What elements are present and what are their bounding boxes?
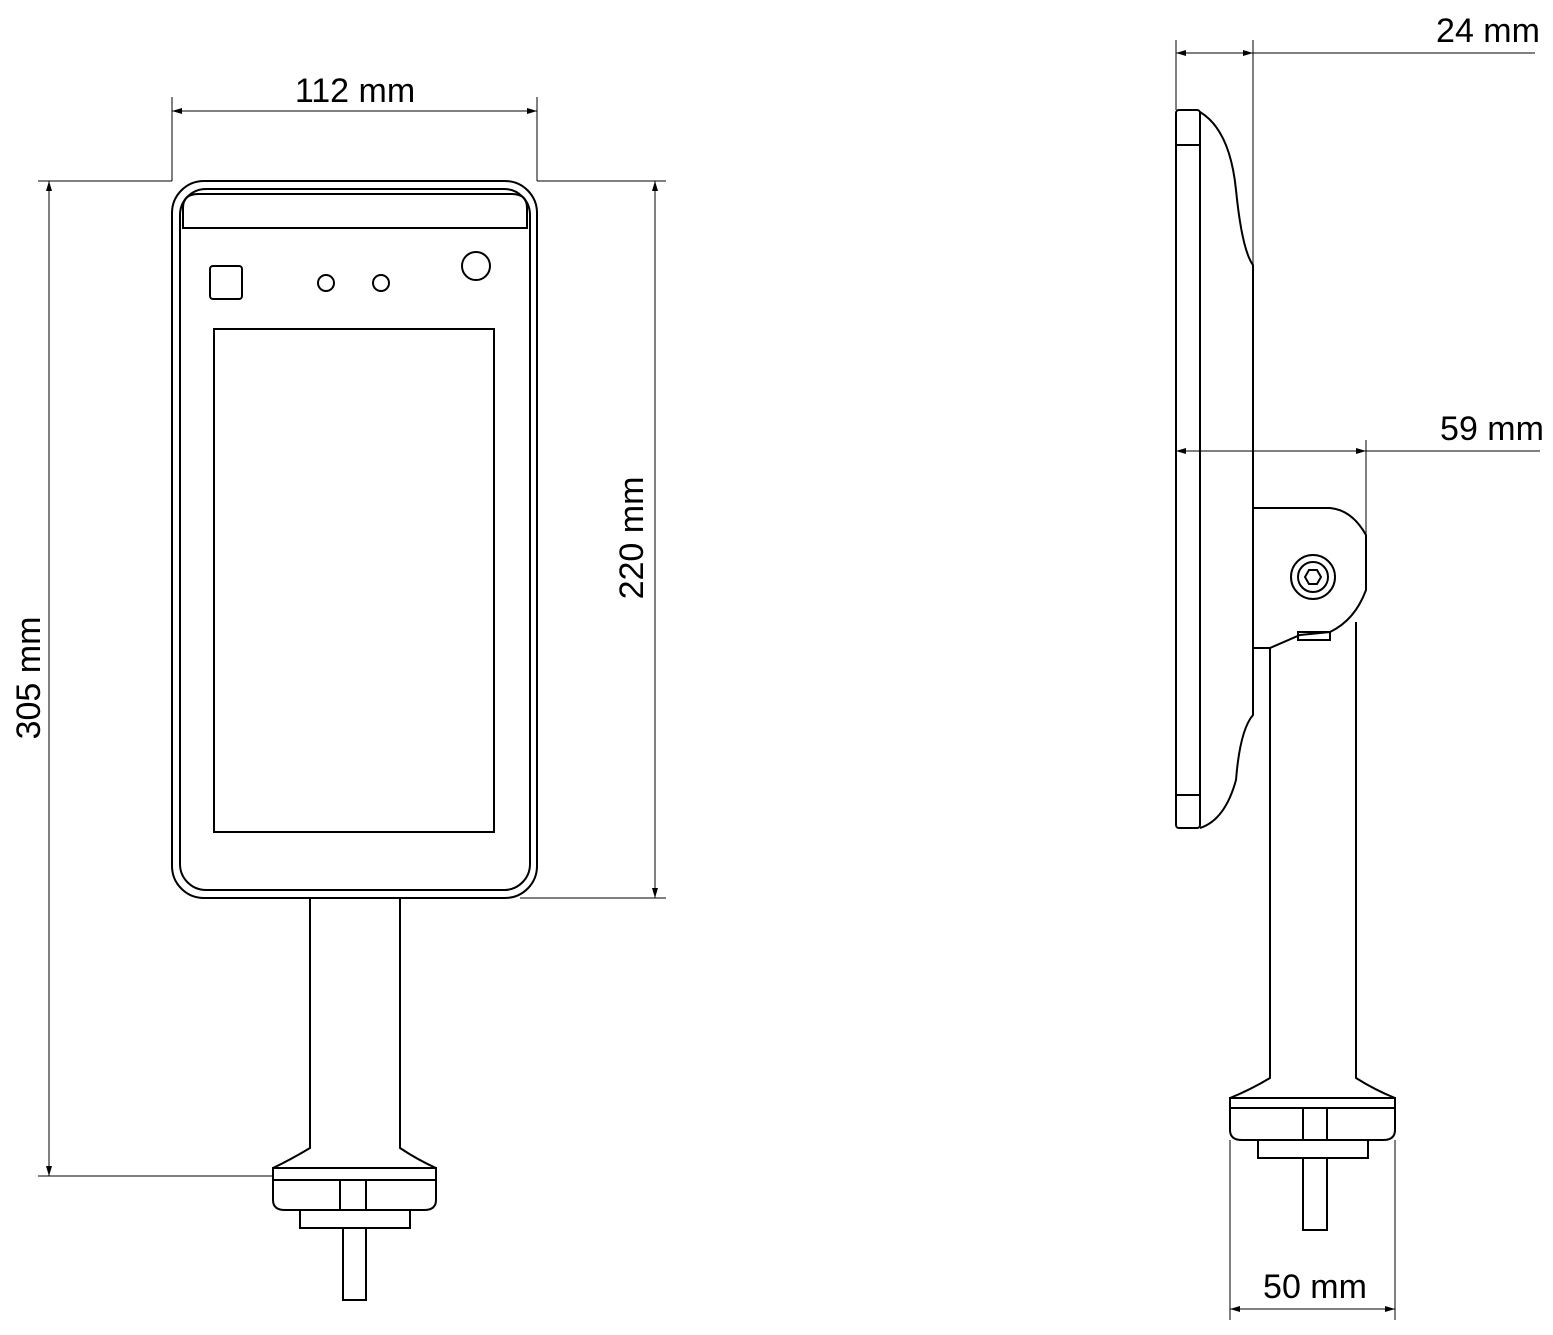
side-panel [1175, 109, 1201, 829]
side-base-nut [1229, 1108, 1396, 1141]
total-height-extension-lines [38, 180, 273, 1177]
front-base-detail [339, 1180, 367, 1210]
front-base-nut [272, 1180, 437, 1211]
side-panel-detail [1176, 144, 1200, 796]
panel-height-label: 220 mm [613, 477, 651, 600]
sensor-square [209, 265, 243, 300]
total-height-label: 305 mm [10, 617, 48, 740]
hinge-bolt [1290, 554, 1336, 600]
hex-socket-icon [1303, 569, 1323, 585]
side-base-washer [1257, 1139, 1369, 1159]
camera-lens [461, 251, 491, 281]
front-pole [272, 898, 437, 1169]
panel-depth-label: 24 mm [1436, 12, 1540, 50]
ir-led-left [317, 274, 335, 292]
side-view: 24 mm 59 mm 50 mm [1175, 12, 1544, 1320]
top-sensor-band [182, 193, 528, 229]
bracket-clip [1297, 631, 1331, 641]
device-outer-frame [171, 180, 538, 899]
total-depth-extension-lines [1365, 440, 1540, 560]
hinge-bolt-head [1297, 561, 1329, 593]
width-label: 112 mm [295, 72, 415, 110]
panel-depth-extension-lines [1175, 40, 1535, 110]
panel-height-extension-lines [520, 180, 666, 899]
base-diameter-label: 50 mm [1263, 1268, 1367, 1306]
total-depth-label: 59 mm [1440, 410, 1544, 448]
side-housing [1199, 111, 1254, 829]
front-base-washer [299, 1209, 411, 1229]
ir-led-right [372, 274, 390, 292]
side-pole [1229, 622, 1396, 1099]
side-base-ring [1229, 1097, 1396, 1109]
device-inner-frame [179, 188, 531, 891]
front-view: 112 mm 305 mm 220 mm [10, 72, 666, 1301]
base-diameter-extension-lines [1229, 1140, 1396, 1320]
screen [213, 328, 495, 833]
side-base-detail [1302, 1108, 1328, 1140]
front-threaded-stem [342, 1227, 367, 1301]
side-bracket [1253, 507, 1367, 649]
front-base-ring [272, 1167, 437, 1181]
side-threaded-stem [1302, 1157, 1328, 1231]
